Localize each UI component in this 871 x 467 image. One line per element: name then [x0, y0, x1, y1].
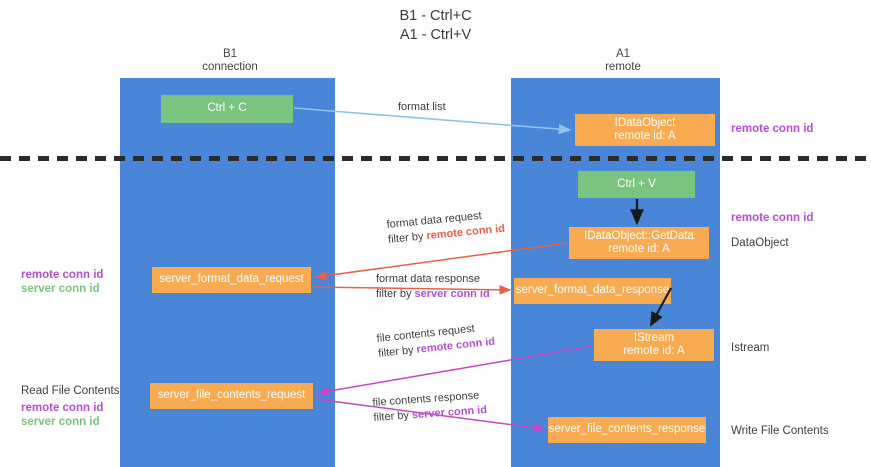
annotation-left-remote-conn-id: remote conn id — [21, 269, 104, 281]
annotation-remote-conn-id-mid-text: remote conn id — [731, 212, 814, 224]
annotation-read-file-contents: Read File Contents — [21, 384, 119, 398]
annotation-left-remote-conn-id-2: remote conn id — [21, 402, 104, 414]
edge-label-fcreq-prefix: filter by — [377, 343, 418, 360]
edge-label-fdresp-line2: filter by server conn id — [376, 287, 490, 302]
diagram-title: B1 - Ctrl+C A1 - Ctrl+V — [0, 7, 871, 45]
annotation-istream: Istream — [731, 341, 769, 355]
node-ctrl-c[interactable]: Ctrl + C — [161, 95, 293, 123]
node-ctrl-v[interactable]: Ctrl + V — [578, 171, 695, 198]
node-ctrl-c-label: Ctrl + C — [207, 102, 247, 115]
node-idataobject[interactable]: IDataObject remote id: A — [575, 114, 715, 146]
lane-header-b1-subtitle: connection — [202, 61, 258, 73]
annotation-write-file-contents: Write File Contents — [731, 424, 829, 438]
annotation-istream-text: Istream — [731, 342, 770, 354]
annotation-dataobject-text: DataObject — [731, 237, 789, 249]
node-server-format-data-request[interactable]: server_format_data_request — [152, 267, 311, 293]
edge-label-file-contents-request: file contents request filter by remote c… — [376, 320, 496, 362]
node-sfdresp-label: server_format_data_response — [515, 284, 670, 297]
annotation-left-conn-ids: remote conn id server conn id — [21, 268, 103, 296]
lane-header-b1-title: B1 — [222, 48, 238, 60]
lane-header-a1: A1 remote — [543, 48, 703, 74]
edge-label-format-list-line1: format list — [398, 101, 446, 113]
node-getdata-label: IDataObject::GetData — [584, 229, 694, 242]
node-sfdreq-label: server_format_data_request — [159, 273, 304, 286]
node-idataobject-label: IDataObject — [614, 116, 676, 129]
annotation-left-server-conn-id: server conn id — [21, 283, 100, 295]
annotation-dataobject: DataObject — [731, 236, 789, 250]
edge-label-fdresp-line1: format data response — [376, 273, 480, 285]
node-sfcreq-label: server_file_contents_request — [157, 389, 306, 402]
edge-label-format-data-response: format data response filter by server co… — [376, 272, 490, 302]
edge-label-fdresp-prefix: filter by — [376, 288, 415, 300]
node-ctrl-v-label: Ctrl + V — [617, 177, 656, 190]
node-server-file-contents-response[interactable]: server_file_contents_response — [548, 417, 706, 443]
edge-label-fdresp-highlight: server conn id — [414, 288, 490, 300]
diagram-title-line1: B1 - Ctrl+C — [399, 8, 472, 24]
annotation-remote-conn-id-top: remote conn id — [731, 122, 813, 136]
edge-label-file-contents-response: file contents response filter by server … — [372, 388, 488, 426]
lane-header-a1-subtitle: remote — [605, 61, 641, 73]
edge-label-fcresp-highlight: server conn id — [411, 404, 488, 422]
annotation-remote-conn-id-top-text: remote conn id — [731, 123, 814, 135]
node-istream-sub: remote id: A — [623, 345, 685, 357]
annotation-write-file-contents-text: Write File Contents — [731, 425, 829, 437]
diagram-title-line2: A1 - Ctrl+V — [399, 27, 472, 43]
node-idataobject-sub: remote id: A — [614, 130, 676, 142]
edge-label-format-list: format list — [398, 100, 446, 115]
node-server-file-contents-request[interactable]: server_file_contents_request — [150, 383, 313, 409]
node-getdata-sub: remote id: A — [608, 243, 670, 255]
annotation-read-file-contents-text: Read File Contents — [21, 385, 120, 397]
node-server-format-data-response[interactable]: server_format_data_response — [514, 278, 671, 304]
node-istream-label: IStream — [633, 331, 675, 344]
node-istream[interactable]: IStream remote id: A — [594, 329, 714, 361]
node-idataobject-getdata[interactable]: IDataObject::GetData remote id: A — [569, 227, 709, 259]
phase-divider — [0, 156, 871, 161]
lane-header-b1: B1 connection — [150, 48, 310, 74]
annotation-left-conn-ids-2: remote conn id server conn id — [21, 401, 103, 429]
lane-header-a1-title: A1 — [615, 48, 631, 60]
edge-label-format-data-request: format data request filter by remote con… — [386, 207, 506, 248]
annotation-remote-conn-id-mid: remote conn id — [731, 211, 813, 225]
annotation-left-server-conn-id-2: server conn id — [21, 416, 100, 428]
edge-label-fcresp-prefix: filter by — [373, 409, 413, 424]
edge-label-fdreq-prefix: filter by — [387, 230, 428, 246]
node-sfcresp-label: server_file_contents_response — [548, 423, 706, 436]
